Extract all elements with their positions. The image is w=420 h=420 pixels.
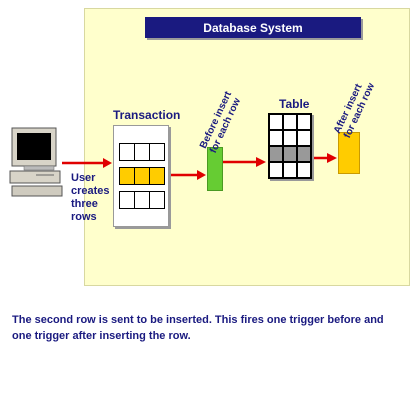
inserted-row-cell [269, 146, 283, 162]
transaction-row-1 [119, 143, 165, 161]
arrow-transaction-to-before-trigger [170, 170, 206, 180]
transaction-box [113, 125, 169, 227]
computer-icon [9, 127, 63, 197]
database-table [268, 113, 312, 179]
arrow-user-to-transaction [62, 158, 112, 168]
arrow-before-trigger-to-table [222, 157, 266, 167]
after-insert-trigger [338, 132, 360, 174]
database-system-title: Database System [145, 17, 361, 38]
arrow-table-to-after-trigger [313, 153, 337, 163]
transaction-row-2-highlighted [119, 167, 165, 185]
transaction-row-3 [119, 191, 165, 209]
before-insert-trigger [207, 147, 223, 191]
transaction-label: Transaction [113, 108, 181, 122]
user-creates-rows-text: User creates three rows [71, 172, 110, 223]
table-label: Table [279, 97, 310, 111]
diagram-caption: The second row is sent to be inserted. T… [12, 314, 384, 342]
